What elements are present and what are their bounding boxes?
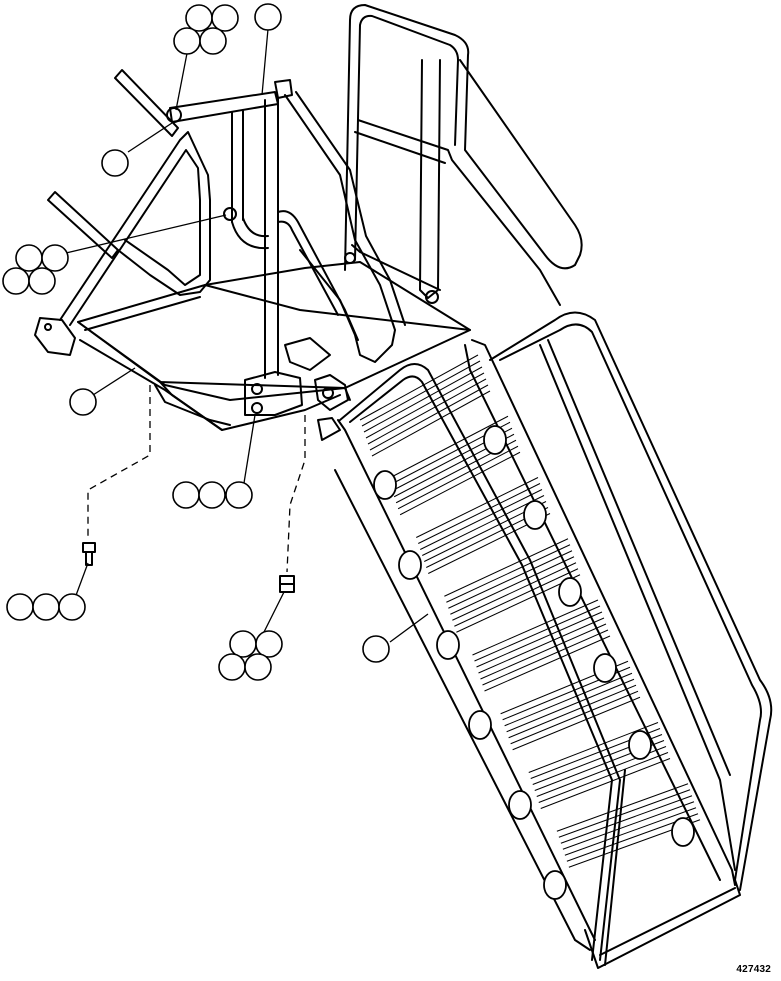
nut-icon <box>279 575 295 593</box>
stringer-hole <box>628 730 652 760</box>
tread-rib <box>538 752 669 803</box>
tread-rib <box>367 378 487 445</box>
stringer-hole <box>523 500 547 530</box>
tread-rib <box>371 390 491 457</box>
tread-rib <box>510 690 639 745</box>
leader-lines <box>65 28 429 643</box>
upper-guard-rail <box>344 4 583 306</box>
tread-rib <box>418 483 541 544</box>
tread-rib <box>399 451 521 516</box>
tread-rib <box>472 599 599 656</box>
tread-rib <box>504 672 633 727</box>
tread-rib <box>540 758 671 809</box>
bolt-icon <box>82 542 96 566</box>
tread-rib <box>452 562 577 621</box>
tread-rib <box>506 678 635 733</box>
platform-handrail <box>47 69 406 379</box>
callout-top-single <box>254 3 282 31</box>
tread-rib <box>397 445 519 510</box>
tread-rib <box>387 415 509 480</box>
tread-rib <box>512 696 641 751</box>
stringer-hole <box>468 710 492 740</box>
tread-rib <box>480 623 607 680</box>
tread-rib <box>558 789 691 838</box>
stringer-hole <box>558 577 582 607</box>
callout-pin-triple <box>172 481 253 509</box>
stringer-hole <box>593 653 617 683</box>
stringer-hole <box>483 425 507 455</box>
tread-rib <box>564 807 697 856</box>
tread-rib <box>363 366 483 433</box>
tread-rib <box>369 384 489 451</box>
drawing-number: 427432 <box>736 964 771 975</box>
tread-rib <box>444 538 569 597</box>
callout-left-cluster <box>2 244 69 295</box>
tread-rib <box>456 574 581 633</box>
tread-rib <box>365 372 485 439</box>
callout-platform <box>69 388 97 416</box>
tread-rib <box>361 360 481 427</box>
tread-rib <box>422 495 545 556</box>
stringer-hole <box>508 790 532 820</box>
stringer-holes <box>373 425 695 900</box>
tread-rib <box>416 477 539 538</box>
callout-cluster-top-left <box>173 4 239 55</box>
tread-rib <box>454 568 579 627</box>
callout-bolt-triple <box>6 593 86 621</box>
callout-stair-frame <box>362 635 390 663</box>
platform-assembly <box>34 261 471 441</box>
tread-rib <box>450 556 575 615</box>
tread-rib <box>474 605 601 662</box>
tread-rib <box>562 801 695 850</box>
callout-nut-cluster <box>218 630 283 681</box>
callout-rail-pin <box>101 149 129 177</box>
tread-rib <box>560 795 693 844</box>
stringer-hole <box>373 470 397 500</box>
tread-rib <box>359 354 479 421</box>
tread-rib <box>508 684 637 739</box>
stringer-hole <box>398 550 422 580</box>
tread-rib <box>484 635 611 692</box>
tread-rib <box>556 783 689 832</box>
stair-assembly <box>334 311 773 969</box>
exploded-hardware <box>82 385 306 593</box>
tread-rib <box>482 629 609 686</box>
tread-rib <box>420 489 543 550</box>
tread-rib <box>478 617 605 674</box>
stair-treads <box>359 354 701 868</box>
stringer-hole <box>543 870 567 900</box>
stringer-hole <box>436 630 460 660</box>
tread-rib <box>476 611 603 668</box>
tread-rib <box>448 550 573 609</box>
stringer-hole <box>671 817 695 847</box>
tread-rib <box>446 544 571 603</box>
